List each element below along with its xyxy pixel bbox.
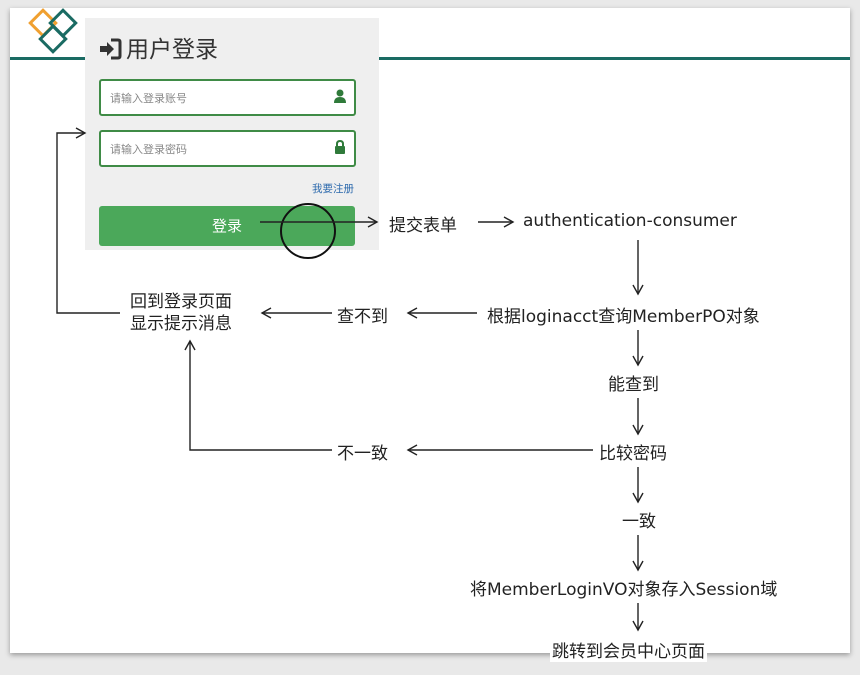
sign-in-icon	[100, 38, 122, 60]
step-redirect: 跳转到会员中心页面	[550, 637, 707, 662]
logo-icon	[28, 8, 78, 54]
step-compare: 比较密码	[597, 439, 669, 464]
step-back-line1: 回到登录页面	[130, 292, 232, 312]
register-link[interactable]: 我要注册	[312, 183, 354, 195]
login-panel: 用户登录 请输入登录账号 请输入登录密码 我要注册 登录	[85, 18, 379, 259]
step-consumer: authentication-consumer	[521, 211, 739, 231]
step-submit-form: 提交表单	[387, 211, 459, 236]
user-icon	[334, 89, 346, 103]
password-input[interactable]: 请输入登录密码	[99, 130, 356, 167]
arrow-back-to-login	[56, 127, 120, 314]
header-divider	[10, 57, 850, 60]
flow-arrows	[56, 127, 644, 632]
step-mismatch: 不一致	[335, 439, 390, 464]
login-title-text: 用户登录	[126, 37, 218, 63]
arrow-mismatch-to-back	[184, 339, 332, 451]
step-store-session: 将MemberLoginVO对象存入Session域	[468, 575, 780, 600]
account-input[interactable]: 请输入登录账号	[99, 79, 356, 116]
step-back-to-login: 回到登录页面 显示提示消息	[128, 291, 234, 335]
step-found: 能查到	[606, 370, 661, 395]
step-back-line2: 显示提示消息	[130, 314, 232, 334]
account-placeholder: 请输入登录账号	[110, 92, 187, 105]
slide: 用户登录 请输入登录账号 请输入登录密码 我要注册 登录	[10, 8, 850, 662]
step-query: 根据loginacct查询MemberPO对象	[485, 302, 762, 327]
login-title: 用户登录	[98, 30, 218, 64]
password-placeholder: 请输入登录密码	[110, 143, 187, 156]
highlight-circle	[280, 203, 336, 259]
lock-icon	[335, 140, 345, 154]
step-match: 一致	[620, 507, 658, 532]
step-not-found: 查不到	[335, 302, 390, 327]
